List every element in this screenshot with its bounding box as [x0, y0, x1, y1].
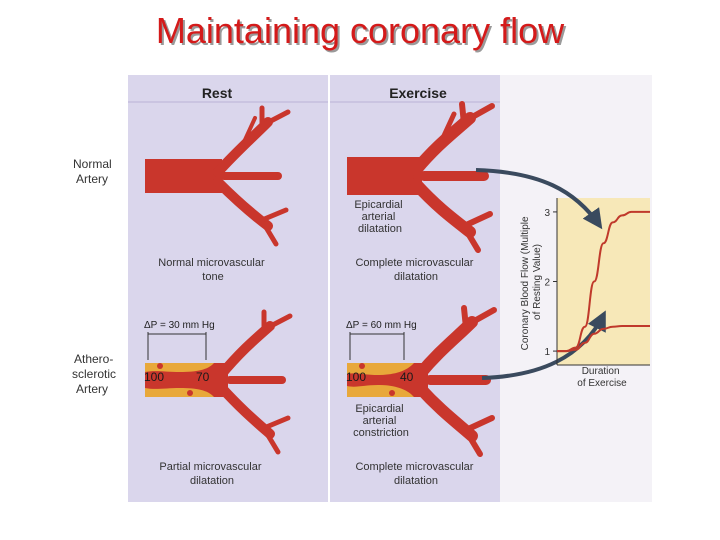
vessel-rest-normal — [145, 105, 291, 247]
graph-y-axis-label: Coronary Blood Flow (Multiple of Resting… — [520, 214, 543, 351]
caption-epicardial-dilatation: Epicardial arterial dilatation — [354, 199, 405, 235]
y-tick-label: 2 — [544, 278, 550, 289]
delta-p-exercise: ΔP = 60 mm Hg — [346, 320, 417, 331]
plaque-exercise — [347, 363, 414, 397]
flow-curve-atherosclerotic — [557, 325, 650, 353]
graph-curves — [557, 210, 650, 353]
y-tick-label: 1 — [544, 347, 550, 358]
caption-epicardial-constriction: Epicardial arterial constriction — [353, 403, 409, 439]
graph-plot-area — [557, 198, 650, 365]
caption-complete-dilatation-2: Complete microvascular dilatation — [355, 461, 476, 487]
pressure-in-rest: 100 — [144, 370, 164, 384]
graph-tick-labels: 1 2 3 — [544, 208, 550, 358]
row-label-normal: Normal Artery — [73, 157, 115, 186]
pressure-bracket-exercise — [349, 332, 405, 360]
slide-title: Maintaining coronary flow — [155, 10, 565, 51]
arrow-to-upper-curve — [475, 168, 603, 230]
caption-normal-tone: Normal microvascular tone — [158, 257, 267, 283]
pressure-in-exercise: 100 — [346, 370, 366, 384]
vessel-exercise-athero — [347, 305, 497, 457]
pressure-bracket-rest — [147, 332, 207, 360]
rest-panel — [128, 75, 328, 502]
exercise-header: Exercise — [389, 85, 447, 101]
rest-header: Rest — [202, 85, 233, 101]
vessel-rest-athero — [145, 309, 293, 455]
delta-p-rest: ΔP = 30 mm Hg — [144, 320, 215, 331]
y-tick-label: 3 — [544, 208, 550, 219]
row-label-athero: Athero- sclerotic Artery — [72, 352, 119, 396]
pressure-out-exercise: 40 — [400, 370, 414, 384]
pressure-out-rest: 70 — [196, 370, 210, 384]
graph-x-axis-label: Duration of Exercise — [577, 366, 627, 389]
arrow-to-lower-curve — [481, 310, 606, 380]
flow-curve-normal — [557, 210, 650, 353]
caption-partial-dilatation: Partial microvascular dilatation — [159, 461, 264, 487]
vessel-exercise-normal — [347, 101, 495, 253]
plaque-rest — [145, 363, 214, 397]
caption-complete-dilatation: Complete microvascular dilatation — [355, 257, 476, 283]
graph-tick-marks — [553, 211, 557, 352]
